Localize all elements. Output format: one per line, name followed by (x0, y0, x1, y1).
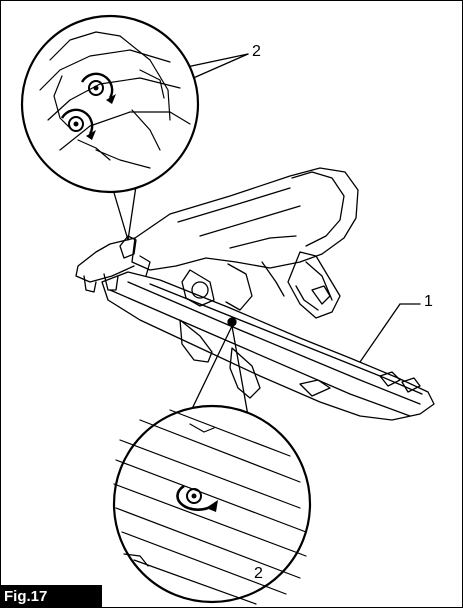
callout-number: 2 (254, 565, 263, 582)
screw-icon (68, 116, 84, 132)
figure-label: Fig.17 (0, 585, 102, 608)
rotation-arrow-icon (176, 484, 213, 511)
screw-icon (186, 488, 202, 504)
screw-icon (88, 80, 104, 96)
tool-body (131, 167, 359, 319)
magazine (101, 271, 435, 421)
tool-nose (75, 235, 151, 293)
rotation-arrow-icon (80, 72, 114, 99)
bottom-detail-view (112, 404, 312, 605)
top-detail-view (20, 14, 200, 194)
callout-number: 2 (252, 43, 261, 60)
rotation-arrow-icon (60, 108, 94, 135)
callout-number: 1 (424, 293, 433, 310)
top-detail-leader (111, 185, 137, 241)
callout-1-leader (359, 303, 401, 363)
